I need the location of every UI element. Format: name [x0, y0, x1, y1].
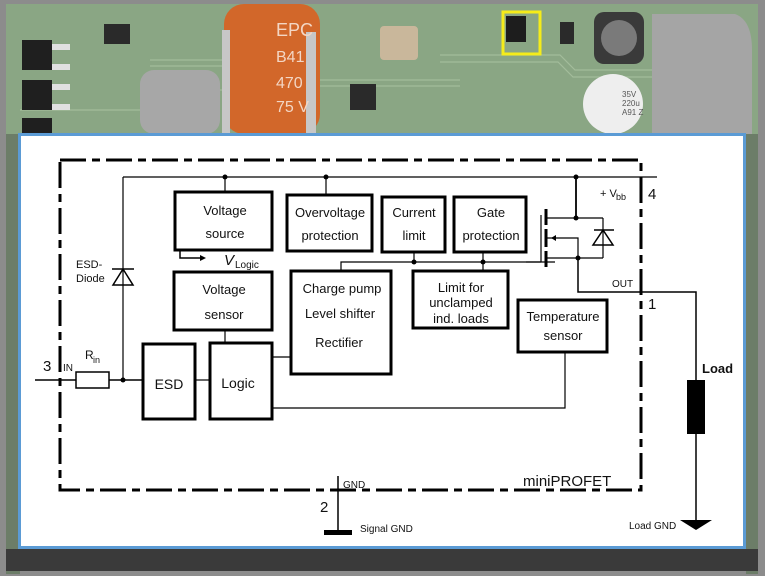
- temperature-sensor-block: [516, 298, 609, 354]
- capacitor-label-line: EPC: [276, 20, 313, 40]
- pin-gnd-number: 2: [320, 499, 328, 516]
- vlogic-label: V: [224, 252, 236, 269]
- small-capacitor: 35V 220u A91 Z: [583, 74, 643, 134]
- voltage-source-line2: source: [205, 226, 244, 241]
- load-label: Load: [702, 361, 733, 376]
- body-diode-symbol: [591, 228, 615, 246]
- limit-unclamped-line2: unclamped: [429, 295, 493, 310]
- pin-in-label: IN: [63, 363, 73, 374]
- electrolytic-capacitor: EPC B41 470 75 V: [222, 4, 320, 134]
- limit-unclamped-block: [411, 269, 510, 330]
- vlogic-subscript: Logic: [235, 260, 259, 271]
- overvoltage-line2: protection: [301, 228, 358, 243]
- small-cap-label-line: A91 Z: [622, 108, 643, 117]
- gate-protection-line2: protection: [462, 228, 519, 243]
- esd-block: [141, 342, 197, 421]
- capacitor-label-line: 75 V: [276, 99, 309, 116]
- capacitor-label-line: 470: [276, 75, 303, 92]
- load-symbol: [687, 380, 705, 434]
- vbb-label: + V: [600, 188, 617, 200]
- voltage-sensor-block: [172, 270, 274, 332]
- highlight-box: [501, 10, 542, 56]
- voltage-source-block: [173, 190, 274, 252]
- out-label: OUT: [612, 279, 633, 290]
- load-gnd-label: Load GND: [629, 521, 676, 532]
- limit-unclamped-line3: ind. loads: [433, 311, 489, 326]
- esd-label: ESD: [155, 376, 184, 392]
- charge-pump-line2: Level shifter: [305, 306, 376, 321]
- logic-label: Logic: [221, 375, 254, 391]
- temperature-sensor-line2: sensor: [543, 328, 583, 343]
- capacitor-label-line: B41: [276, 49, 305, 66]
- gate-protection-line1: Gate: [477, 205, 505, 220]
- resistor-label: R: [85, 348, 94, 362]
- resistor-subscript: in: [93, 355, 100, 365]
- logic-block: [208, 341, 274, 421]
- temperature-sensor-line1: Temperature: [527, 309, 600, 324]
- charge-pump-line1: Charge pump: [303, 281, 382, 296]
- device-name-label: miniPROFET: [523, 473, 611, 490]
- overvoltage-protection-block: [285, 193, 374, 253]
- pin-vbb-number: 4: [648, 186, 656, 203]
- voltage-source-line1: Voltage: [203, 203, 246, 218]
- vbb-subscript: bb: [616, 192, 626, 202]
- charge-pump-line3: Rectifier: [315, 335, 363, 350]
- esd-diode-label-line2: Diode: [76, 273, 105, 285]
- signal-ground-symbol: [324, 530, 352, 535]
- esd-diode-symbol: [111, 267, 135, 286]
- current-limit-line2: limit: [402, 228, 425, 243]
- input-resistor: [75, 371, 110, 389]
- voltage-sensor-line1: Voltage: [202, 282, 245, 297]
- signal-gnd-label: Signal GND: [360, 524, 413, 535]
- current-limit-line1: Current: [392, 205, 436, 220]
- pin-in-number: 3: [43, 358, 51, 375]
- small-cap-label-line: 35V: [622, 90, 637, 99]
- limit-unclamped-line1: Limit for: [438, 280, 485, 295]
- pin-out-number: 1: [648, 296, 656, 313]
- overvoltage-line1: Overvoltage: [295, 205, 365, 220]
- esd-diode-label-line1: ESD-: [76, 259, 103, 271]
- gnd-label: GND: [343, 480, 365, 491]
- gate-protection-block: [452, 195, 528, 254]
- small-cap-label-line: 220u: [622, 99, 640, 108]
- load-ground-arrow: [680, 520, 712, 530]
- voltage-sensor-line2: sensor: [204, 307, 244, 322]
- pcb-transistors: [22, 40, 70, 134]
